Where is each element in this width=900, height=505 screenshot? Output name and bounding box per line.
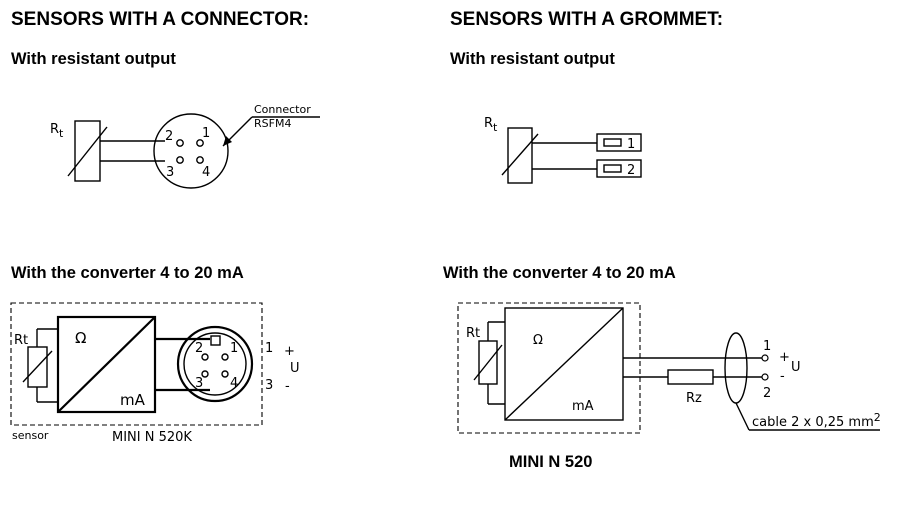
terminal-2-slot	[603, 164, 622, 173]
pin-1	[196, 139, 204, 147]
ma-label: mA	[120, 391, 146, 409]
connector-inner-ring	[183, 332, 247, 396]
pin-4-label: 4	[230, 376, 238, 391]
pin-3-label: 3	[166, 165, 174, 180]
omega-symbol: Ω	[533, 333, 543, 348]
resistor-label: Rt	[484, 116, 498, 134]
plus-sign: +	[284, 344, 295, 359]
left-subheading-resistant: With resistant output	[11, 50, 176, 68]
sensor-label: sensor	[12, 429, 49, 442]
pin-3	[176, 156, 184, 164]
enclosure-boundary	[10, 302, 263, 426]
connector-callout-arrow	[223, 136, 232, 146]
pin-1	[221, 353, 229, 361]
rz-resistor	[667, 369, 714, 385]
resistor-label: Rt	[50, 122, 64, 140]
resistor-variable-arrow	[67, 126, 108, 177]
converter-diagonal	[57, 316, 156, 413]
terminal-1-label: 1	[265, 341, 273, 356]
terminal-2-label: 2	[763, 386, 771, 401]
model-label: MINI N 520K	[112, 430, 192, 445]
converter-block	[504, 307, 624, 421]
pin-2	[176, 139, 184, 147]
pin-4-label: 4	[202, 165, 210, 180]
left-resistant-diagram: Rt 2 1 3 4 Connector RSFM4	[50, 103, 320, 189]
pin-2	[201, 353, 209, 361]
voltage-label: U	[290, 361, 300, 376]
pin-2-label: 2	[195, 341, 203, 356]
conv-resistor-label: Rt	[466, 326, 480, 341]
rz-label: Rz	[686, 391, 702, 406]
connector-body	[176, 325, 254, 403]
conv-resistor-arrow	[473, 344, 503, 381]
connector-label: Connector	[254, 103, 311, 116]
connector-model: RSFM4	[254, 117, 291, 130]
terminal-2-label: 2	[627, 163, 635, 178]
left-heading: SENSORS WITH A CONNECTOR:	[11, 9, 309, 30]
pin-1-label: 1	[230, 341, 238, 356]
omega-symbol: Ω	[75, 329, 86, 347]
converter-block	[56, 315, 157, 414]
pin-3	[201, 370, 209, 378]
enclosure-boundary	[457, 302, 641, 434]
terminal-3-label: 3	[265, 378, 273, 393]
right-heading: SENSORS WITH A GROMMET:	[450, 9, 723, 30]
connector-key	[210, 335, 221, 346]
ma-label: mA	[572, 399, 594, 414]
minus-sign: -	[285, 379, 290, 394]
resistor-symbol	[74, 120, 101, 182]
terminal-2	[596, 159, 642, 178]
pin-3-label: 3	[195, 376, 203, 391]
minus-sign: -	[780, 369, 785, 384]
left-subheading-converter: With the converter 4 to 20 mA	[11, 264, 244, 282]
resistor-symbol	[507, 127, 533, 184]
right-subheading-resistant: With resistant output	[450, 50, 615, 68]
left-converter-diagram: Rt Ω mA 2 1 3 4 1 3 + U - sensor MINI N …	[10, 302, 300, 445]
right-converter-diagram: Rt Ω mA Rz 1 2 + U - cable 2 x 0,25 mm2 …	[457, 302, 881, 471]
voltage-label: U	[791, 360, 801, 375]
pin-1-label: 1	[202, 126, 210, 141]
resistor-variable-arrow	[501, 133, 539, 176]
conv-resistor-label: Rt	[14, 333, 28, 348]
cable-callout-line	[735, 402, 750, 431]
model-label: MINI N 520	[509, 453, 592, 471]
terminal-1-label: 1	[627, 137, 635, 152]
terminal-1-label: 1	[763, 339, 771, 354]
pin-4	[221, 370, 229, 378]
right-subheading-converter: With the converter 4 to 20 mA	[443, 264, 676, 282]
terminal-2	[761, 373, 769, 381]
pin-4	[196, 156, 204, 164]
cable-label: cable 2 x 0,25 mm2	[752, 411, 881, 430]
cable-ellipse	[724, 332, 748, 404]
terminal-1	[761, 354, 769, 362]
terminal-1	[596, 133, 642, 152]
pin-2-label: 2	[165, 129, 173, 144]
converter-diagonal	[504, 307, 624, 421]
terminal-1-slot	[603, 138, 622, 147]
connector-body	[153, 113, 229, 189]
conv-resistor-arrow	[22, 350, 53, 383]
right-resistant-diagram: Rt 1 2	[484, 116, 642, 184]
plus-sign: +	[779, 350, 790, 365]
